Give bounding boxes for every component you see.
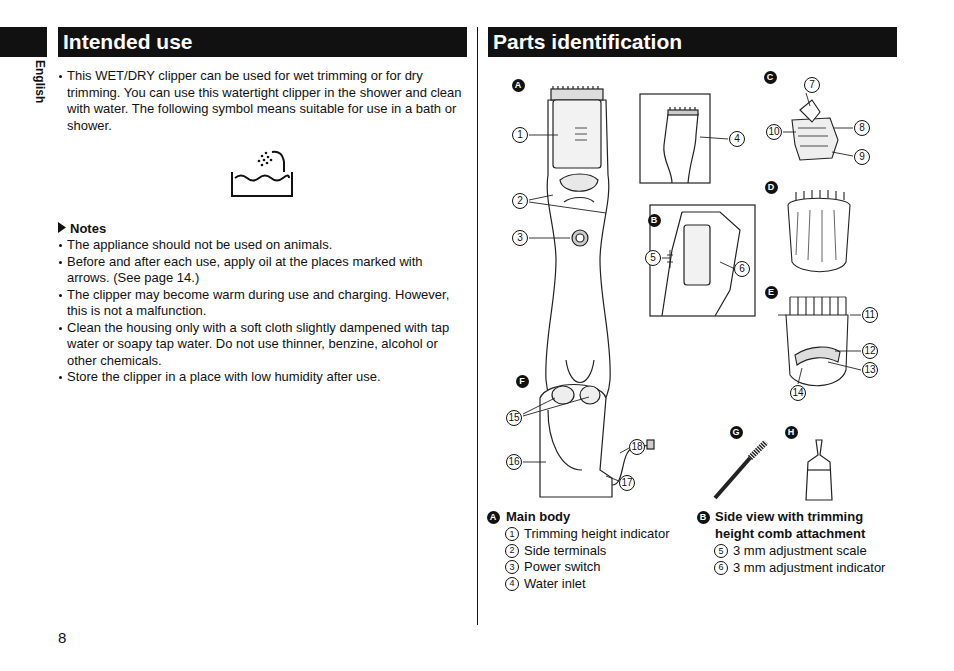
bullet-dot	[59, 261, 62, 264]
callout-number: 15	[506, 410, 522, 426]
legend-heading: Side view with trimming height comb atta…	[715, 509, 891, 542]
bullet-text: The clipper may become warm during use a…	[67, 287, 464, 320]
comb-d	[788, 190, 850, 272]
bullet-dot	[59, 244, 62, 247]
callout-number: 9	[854, 149, 870, 165]
callout-number: 10	[766, 124, 782, 140]
bullet-text: Before and after each use, apply oil at …	[67, 254, 464, 287]
callout-number: 4	[729, 131, 745, 147]
side-tab	[0, 27, 47, 57]
legend-item: Power switch	[524, 559, 724, 576]
title-band: Intended use	[58, 27, 467, 57]
callout-number: 5	[714, 544, 728, 558]
section-badge: A	[487, 511, 500, 524]
bullet-text: Clean the housing only with a soft cloth…	[67, 320, 464, 370]
callout-number: 7	[804, 77, 820, 93]
callout-number: 13	[862, 362, 878, 378]
callout-number: 6	[734, 261, 750, 277]
side-view-comb	[650, 205, 755, 316]
callout-number: 14	[790, 385, 806, 401]
callout-number: 1	[505, 527, 519, 541]
bath-symbol	[232, 152, 292, 196]
title-band: Parts identification	[488, 27, 897, 57]
legend-item: 3 mm adjustment indicator	[733, 560, 933, 577]
section-badge: B	[697, 511, 710, 524]
oil-bottle	[806, 440, 832, 500]
bullet-text: The appliance should not be used on anim…	[67, 237, 464, 254]
legend-item: Water inlet	[524, 576, 724, 593]
bullet-text: Store the clipper in a place with low hu…	[67, 369, 464, 386]
inset-water-inlet	[640, 94, 710, 183]
legend-heading: Main body	[506, 509, 686, 526]
bullet-dot	[59, 294, 62, 297]
callout-number: 2	[512, 193, 528, 209]
language-tab: English	[33, 60, 47, 103]
section-badge: C	[764, 71, 777, 84]
legend-item: Side terminals	[524, 543, 724, 560]
section-badge: H	[785, 426, 798, 439]
legend-item: Trimming height indicator	[524, 526, 724, 543]
callout-number: 1	[512, 127, 528, 143]
callout-number: 5	[645, 250, 661, 266]
callout-number: 3	[512, 230, 528, 246]
callout-number: 6	[714, 561, 728, 575]
charging-stand	[540, 385, 654, 498]
section-badge: G	[730, 426, 743, 439]
section-badge: F	[516, 375, 529, 388]
bullet-text: This WET/DRY clipper can be used for wet…	[67, 68, 464, 134]
callout-number: 3	[505, 560, 519, 574]
callout-number: 16	[506, 454, 522, 470]
band-title: Parts identification	[493, 30, 682, 53]
callout-number: 4	[505, 577, 519, 591]
section-badge: A	[512, 79, 525, 92]
callout-number: 12	[862, 343, 878, 359]
bullet-dot	[59, 75, 62, 78]
callout-number: 11	[862, 307, 878, 323]
callout-number: 2	[505, 544, 519, 558]
bullet-dot	[59, 327, 62, 330]
band-title: Intended use	[63, 30, 193, 53]
section-badge: D	[765, 181, 778, 194]
callout-number: 8	[854, 120, 870, 136]
callout-number: 17	[619, 475, 635, 491]
comb-e	[786, 297, 848, 386]
legend-item: 3 mm adjustment scale	[733, 543, 933, 560]
callout-number: 18	[629, 439, 645, 455]
page-number: 8	[58, 629, 66, 646]
cleaning-brush	[715, 442, 766, 498]
column-divider	[477, 27, 478, 625]
leader-lines	[523, 93, 861, 481]
section-badge: B	[648, 214, 661, 227]
notes-heading: Notes	[70, 221, 106, 238]
section-badge: E	[765, 286, 778, 299]
comb-c	[792, 100, 838, 160]
notes-arrow	[58, 222, 66, 233]
bullet-dot	[59, 376, 62, 379]
